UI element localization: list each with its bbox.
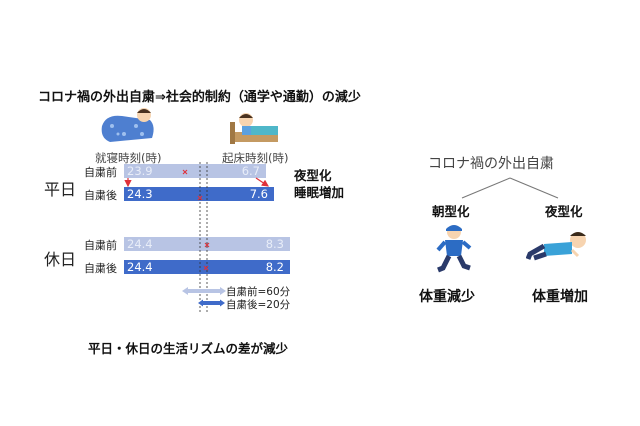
marker-holiday-after	[203, 265, 209, 271]
running-person-icon	[436, 225, 472, 273]
legend-before: 自粛前=60分	[226, 286, 291, 298]
right-title: コロナ禍の外出自粛	[428, 156, 554, 172]
row-label-holiday-before: 自粛前	[84, 239, 117, 252]
weight-decrease-label: 体重減少	[419, 289, 475, 305]
bedtime-value: 24.4	[127, 237, 153, 251]
lying-person-icon	[526, 232, 586, 261]
waketime-axis-label: 起床時刻(時)	[222, 151, 289, 165]
bedtime-value: 24.3	[127, 187, 153, 201]
midsleep-markers	[182, 169, 210, 271]
bar-weekday-after: 24.3 7.6	[124, 187, 274, 201]
difference-arrows	[182, 287, 226, 307]
bar-weekday-before: 23.9 6.7	[124, 164, 266, 178]
marker-weekday-before	[182, 169, 188, 175]
branch-connector	[461, 177, 559, 199]
annotation-evening-type: 夜型化	[294, 168, 332, 183]
evening-type-label: 夜型化	[545, 204, 583, 219]
holiday-label: 休日	[44, 250, 77, 269]
marker-weekday-after	[197, 195, 203, 201]
waking-person-icon	[230, 113, 278, 144]
marker-holiday-before	[204, 242, 210, 248]
waketime-shift-arrow	[255, 177, 269, 187]
bedtime-axis-label: 就寝時刻(時)	[95, 151, 162, 165]
morning-type-label: 朝型化	[432, 204, 470, 219]
waketime-value: 8.3	[265, 237, 284, 251]
waketime-value: 7.6	[249, 187, 268, 201]
annotation-sleep-increase: 睡眠増加	[294, 185, 345, 200]
midsleep-guides	[199, 162, 208, 312]
bedtime-value: 23.9	[127, 164, 153, 178]
weekday-label: 平日	[44, 180, 77, 199]
weight-increase-label: 体重増加	[532, 289, 588, 305]
row-label-weekday-after: 自粛後	[84, 189, 117, 202]
bedtime-value: 24.4	[127, 260, 153, 274]
chart-footer: 平日・休日の生活リズムの差が減少	[88, 341, 289, 356]
legend-after: 自粛後=20分	[226, 299, 291, 311]
waketime-value: 6.7	[241, 164, 260, 178]
row-label-weekday-before: 自粛前	[84, 166, 117, 179]
waketime-value: 8.2	[265, 260, 284, 274]
page-title: コロナ禍の外出自粛⇒社会的制約（通学や通勤）の減少	[38, 90, 361, 105]
row-label-holiday-after: 自粛後	[84, 262, 117, 275]
sleeping-person-icon	[101, 108, 154, 142]
